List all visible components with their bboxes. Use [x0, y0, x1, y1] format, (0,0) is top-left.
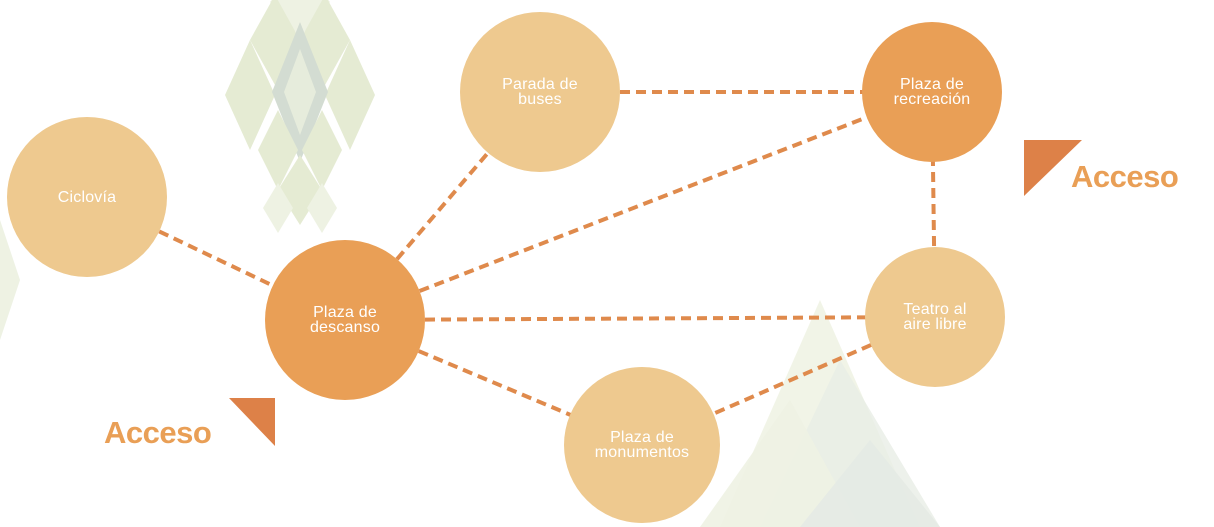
node-label-teatro-al-aire-libre: Teatro al aire libre: [903, 301, 967, 333]
node-teatro-al-aire-libre: Teatro al aire libre: [865, 247, 1005, 387]
pattern-diamond: [302, 110, 342, 190]
pattern-diamond: [258, 110, 298, 190]
pattern-diamond: [0, 220, 20, 340]
access-triangle-icon: [1024, 140, 1082, 196]
pattern-diamond: [307, 183, 337, 233]
connection-line-plaza-descanso-to-teatro: [344, 315, 936, 322]
pattern-diamond: [263, 183, 293, 233]
pattern-diamond: [284, 49, 316, 135]
pattern-diamond: [250, 0, 300, 85]
node-ciclovia: Ciclovía: [7, 117, 167, 277]
pattern-diamond: [225, 40, 275, 150]
node-label-plaza-de-monumentos: Plaza de monumentos: [594, 429, 690, 461]
access-triangle-icon: [229, 398, 275, 446]
node-plaza-de-descanso: Plaza de descanso: [265, 240, 425, 400]
access-label-right: Acceso: [1071, 159, 1179, 194]
node-label-ciclovia: Ciclovía: [57, 188, 117, 206]
pattern-diamond: [325, 40, 375, 150]
node-parada-de-buses: Parada de buses: [460, 12, 620, 172]
node-plaza-de-monumentos: Plaza de monumentos: [564, 367, 720, 523]
pattern-diamond: [300, 0, 350, 85]
pattern-triangle: [700, 400, 860, 527]
node-label-parada-de-buses: Parada de buses: [502, 76, 578, 108]
pattern-diamond: [270, 0, 330, 37]
connection-line-plaza-descanso-to-plaza-recreacion: [344, 90, 933, 322]
pattern-triangle: [800, 440, 940, 527]
access-label-left: Acceso: [104, 415, 212, 450]
node-label-plaza-de-descanso: Plaza de descanso: [309, 304, 381, 336]
node-label-plaza-de-recreacion: Plaza de recreación: [893, 76, 971, 108]
node-plaza-de-recreacion: Plaza de recreación: [862, 22, 1002, 162]
